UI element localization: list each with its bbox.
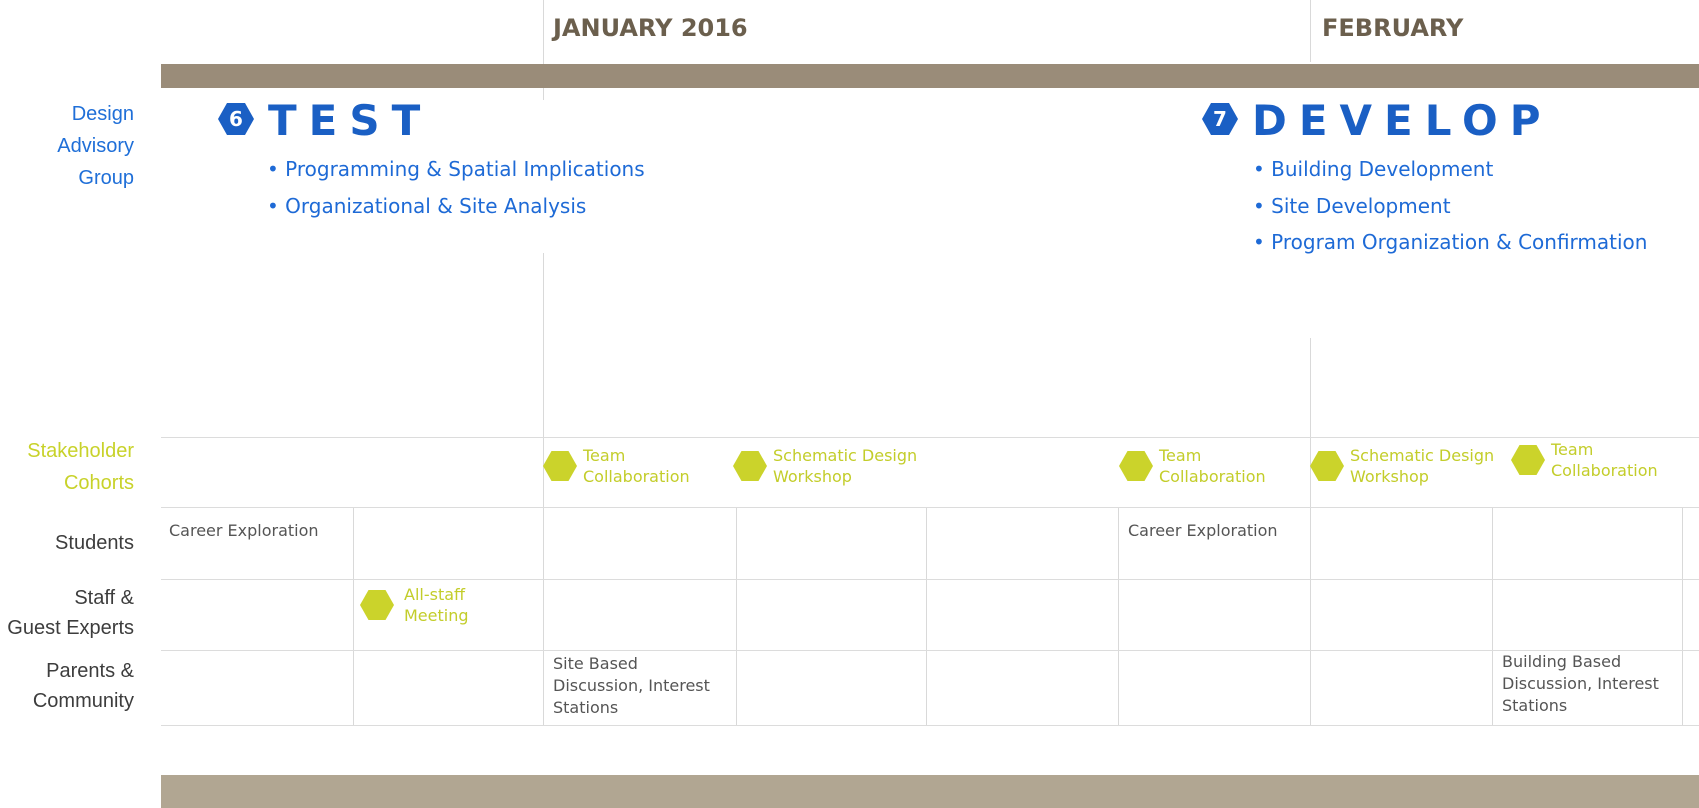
divider-feb-top [1310,0,1311,62]
grid-row [161,725,1699,726]
row-label-stakeholder-cohorts: Stakeholder Cohorts [27,440,134,494]
month-january: JANUARY 2016 [553,14,748,42]
grid-row [161,507,1699,508]
divider-jan-top [543,0,544,100]
event-hex-icon [360,590,394,620]
row-label-design-advisory-group: Design Advisory Group [57,103,134,189]
event-schematic-design-workshop: Schematic Design Workshop [773,446,918,486]
grid-col [1118,507,1119,725]
event-hex-icon [733,451,767,481]
event-hex-icon [1310,451,1344,481]
timeline-band-top [161,64,1699,88]
phase-bullet: Building Development [1253,157,1493,181]
phase-bullet: Organizational & Site Analysis [267,194,586,218]
event-all-staff-meeting: All-staff Meeting [404,585,469,625]
cell-career-exploration: Career Exploration [169,521,319,540]
grid-col [1492,507,1493,725]
phase-bullet: Program Organization & Confirmation [1253,230,1647,254]
grid-row [161,650,1699,651]
month-february: FEBRUARY [1322,14,1464,42]
phase-number-badge: 6 [218,103,254,135]
phase-number-badge: 7 [1202,103,1238,135]
phase-title-test: TEST [268,96,433,145]
event-hex-icon [543,451,577,481]
grid-col [353,507,354,725]
row-label-students: Students [55,532,134,554]
grid-row [161,579,1699,580]
event-schematic-design-workshop: Schematic Design Workshop [1350,446,1495,486]
grid-row [161,437,1699,438]
grid-col [736,507,737,725]
phase-title-develop: DEVELOP [1252,96,1553,145]
event-hex-icon [1511,445,1545,475]
divider-jan [543,253,544,725]
event-team-collaboration: Team Collaboration [1551,440,1658,480]
phase-bullet: Programming & Spatial Implications [267,157,645,181]
phase-bullet: Site Development [1253,194,1450,218]
row-label-parents-community: Parents & Community [32,660,134,712]
event-team-collaboration: Team Collaboration [583,446,690,486]
cell-site-based-discussion: Site Based Discussion, Interest Stations [553,654,710,717]
event-team-collaboration: Team Collaboration [1159,446,1266,486]
divider-feb [1310,338,1311,725]
timeline-band-bottom [161,775,1699,808]
event-hex-icon [1119,451,1153,481]
row-label-staff-guest-experts: Staff & Guest Experts [7,587,134,639]
cell-building-based-discussion: Building Based Discussion, Interest Stat… [1502,652,1659,715]
grid-col [1682,507,1683,725]
cell-career-exploration: Career Exploration [1128,521,1278,540]
grid-col [926,507,927,725]
